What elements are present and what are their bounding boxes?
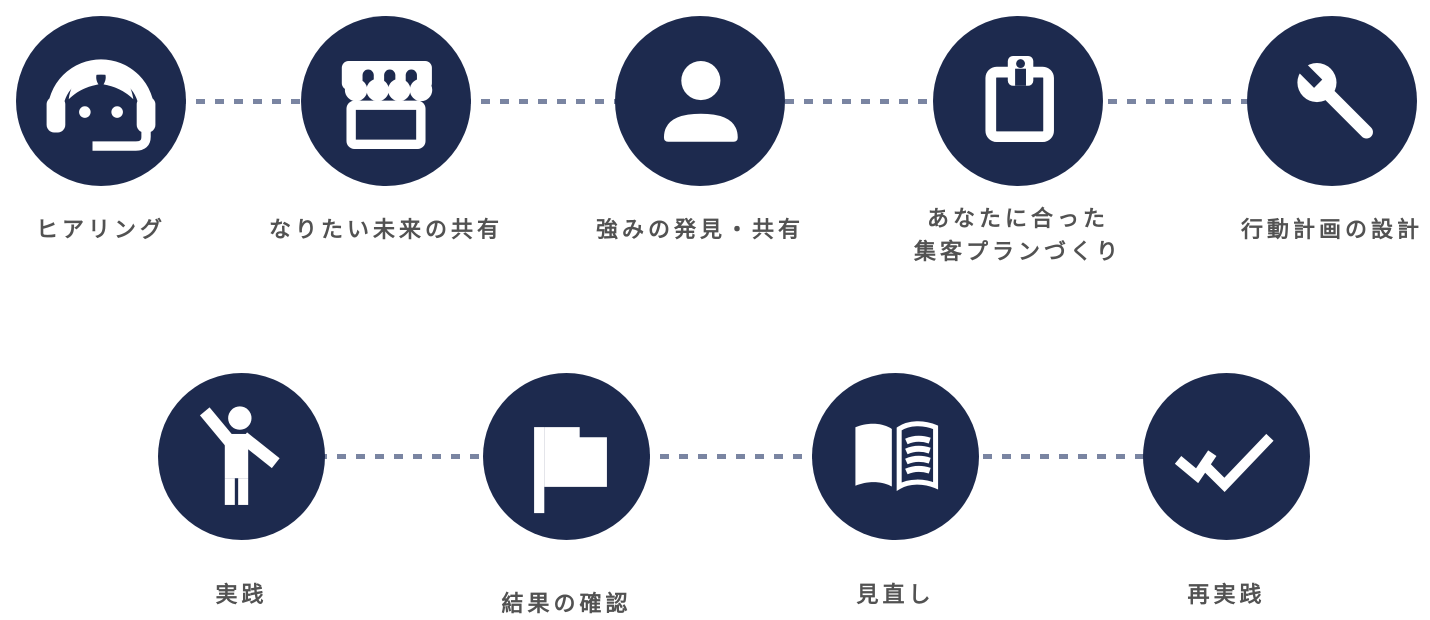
step-label-line1: 実践 (215, 582, 268, 607)
step-label-line1: ヒアリング (35, 217, 167, 242)
step-circle (483, 373, 650, 540)
step-label: 結果の確認 (501, 587, 631, 620)
step-label: あなたに合った 集客プランづくり (914, 202, 1122, 268)
clipboard-icon (985, 55, 1054, 143)
flag-icon (534, 427, 607, 514)
step-circle (615, 16, 785, 186)
step-action-plan-design: 行動計画の設計 (1241, 16, 1419, 242)
wrench-icon (1290, 55, 1373, 139)
dashed-connector-row2 (242, 454, 1227, 459)
step-label: 実践 (215, 578, 267, 611)
step-circle (158, 373, 325, 540)
step-future-sharing: なりたい未来の共有 (269, 16, 499, 242)
step-label-line1: 行動計画の設計 (1240, 217, 1424, 242)
step-label-line1: 強みの発見・共有 (595, 217, 805, 242)
step-label: 見直し (856, 578, 934, 611)
step-label-line1: 結果の確認 (501, 591, 632, 616)
open-book-icon (855, 421, 939, 491)
step-customer-plan: あなたに合った 集客プランづくり (914, 16, 1118, 264)
step-result-check: 結果の確認 (483, 373, 650, 616)
step-hearing: ヒアリング (16, 16, 186, 242)
person-raising-hand-icon (199, 406, 280, 505)
step-label-line1: あなたに合った (926, 206, 1110, 231)
double-check-icon (1174, 433, 1274, 493)
step-re-practice: 再実践 (1143, 373, 1310, 607)
step-label: ヒアリング (36, 213, 166, 246)
step-label: 強みの発見・共有 (596, 213, 804, 246)
step-label-line1: 再実践 (1187, 582, 1266, 607)
person-icon (663, 61, 738, 142)
step-label-line1: 見直し (856, 582, 935, 607)
step-review: 見直し (812, 373, 979, 607)
step-circle (16, 16, 186, 186)
step-label: 行動計画の設計 (1241, 213, 1423, 246)
step-strength-discovery: 強みの発見・共有 (596, 16, 800, 242)
step-label: なりたい未来の共有 (269, 213, 503, 246)
step-label: 再実践 (1187, 578, 1265, 611)
step-practice: 実践 (158, 373, 325, 607)
step-label-line2: 集客プランづくり (913, 239, 1123, 264)
step-circle (1143, 373, 1310, 540)
step-circle (301, 16, 471, 186)
headset-operator-icon (46, 59, 156, 151)
step-label-line1: なりたい未来の共有 (268, 217, 504, 242)
step-circle (933, 16, 1103, 186)
storefront-icon (341, 61, 433, 150)
step-circle (812, 373, 979, 540)
step-circle (1247, 16, 1417, 186)
